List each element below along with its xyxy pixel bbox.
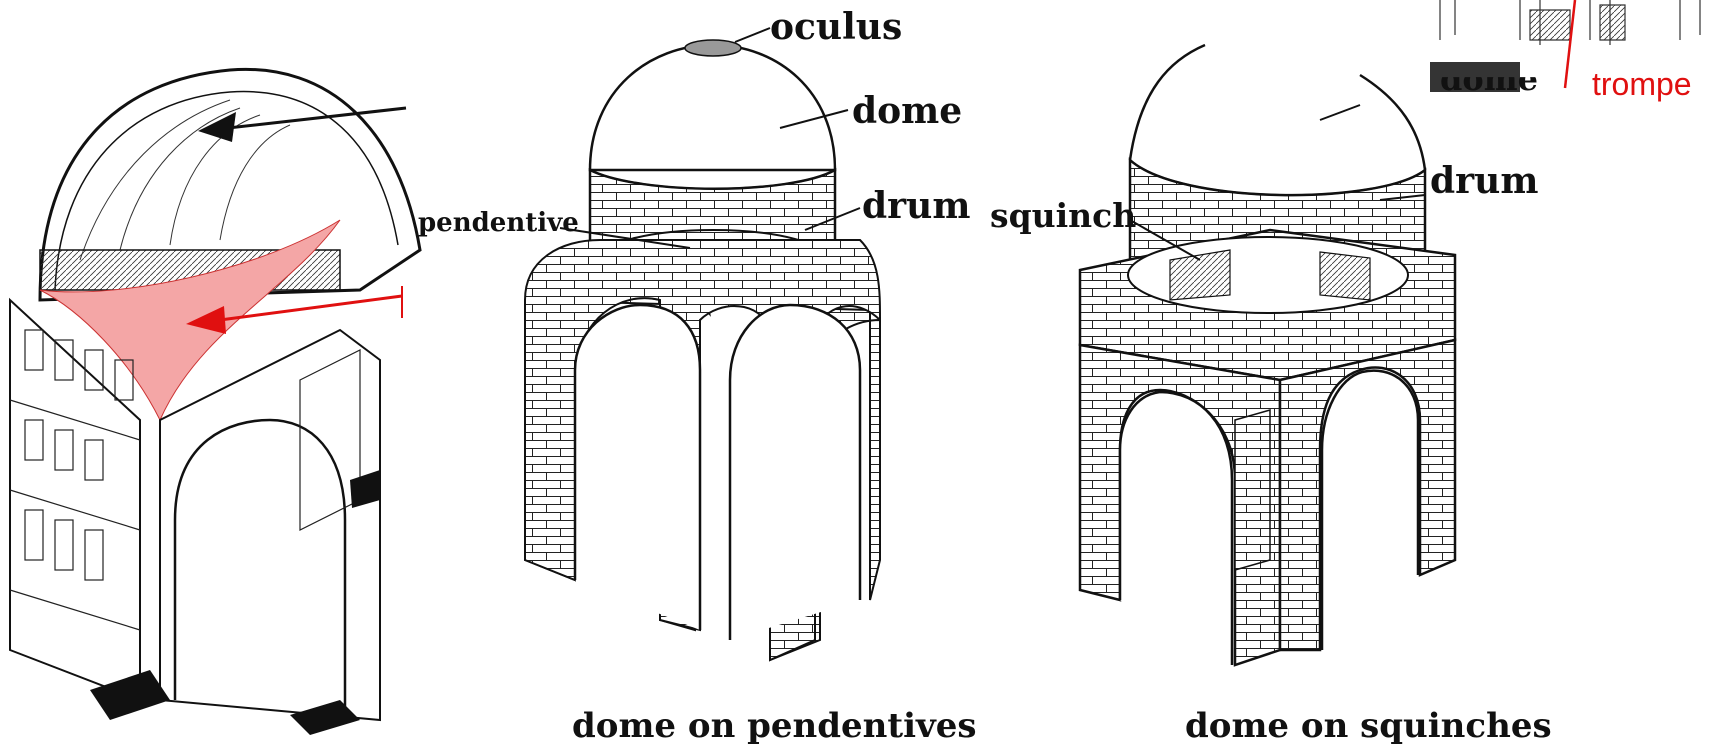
label-drum: drum — [862, 185, 970, 227]
label-squinch: squinch — [990, 196, 1136, 235]
dome-on-pendentives-diagram — [525, 28, 880, 660]
label-trompe: trompe — [1592, 66, 1692, 103]
dome-on-squinches-diagram — [1080, 45, 1455, 665]
label-dome: dome — [852, 90, 962, 132]
label-pendentive: pendentive — [418, 208, 579, 238]
label-oculus: oculus — [770, 6, 902, 48]
label-drum-right: drum — [1430, 160, 1538, 202]
caption-dome-on-pendentives: dome on pendentives — [572, 706, 977, 746]
caption-dome-on-squinches: dome on squinches — [1185, 706, 1552, 746]
cathedral-dome-illustration — [10, 69, 420, 735]
